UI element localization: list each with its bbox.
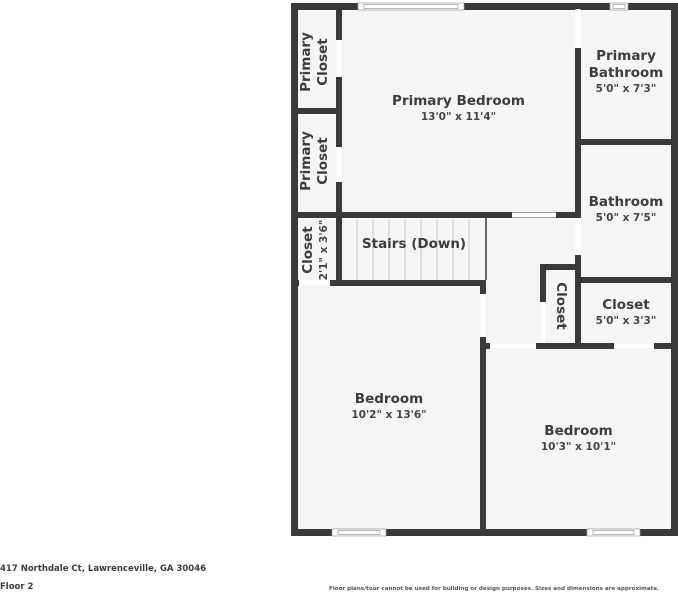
room-name: Closet <box>315 38 331 86</box>
walls <box>291 3 678 536</box>
room-name: Bathroom <box>588 194 664 210</box>
disclaimer-text: Floor plans/tour cannot be used for buil… <box>329 586 660 592</box>
room-name: Primary <box>596 48 656 64</box>
room-dimensions: 5'0" x 3'3" <box>595 315 657 327</box>
room-name: Closet <box>315 137 331 185</box>
room-label-closet-right: Closet 5'0" x 3'3" <box>581 297 671 328</box>
window-bedroom-right <box>586 528 641 537</box>
door-primary-closet-2 <box>336 147 342 182</box>
room-name: Stairs (Down) <box>361 236 467 252</box>
door-primary-bedroom <box>512 212 556 218</box>
door-bedroom-left <box>480 294 486 337</box>
windows <box>331 2 641 537</box>
room-dimensions: 13'0" x 11'4" <box>420 111 497 123</box>
room-name: Bathroom <box>588 65 664 81</box>
room-dimensions: 10'2" x 13'6" <box>351 409 427 421</box>
room-name: Closet <box>553 282 569 330</box>
room-label-primary-bathroom: Primary Bathroom 5'0" x 7'3" <box>581 48 671 96</box>
door-closet-right <box>614 343 654 349</box>
window-bedroom-left <box>331 528 387 537</box>
room-label-bathroom: Bathroom 5'0" x 7'5" <box>581 194 671 225</box>
room-label-hall-closet: Closet <box>551 280 569 332</box>
address-label: 417 Northdale Ct, Lawrenceville, GA 3004… <box>0 564 207 574</box>
room-dimensions: 5'0" x 7'3" <box>595 83 657 95</box>
room-name: Bedroom <box>544 423 613 439</box>
room-label-bedroom-left: Bedroom 10'2" x 13'6" <box>298 391 480 422</box>
door-stair-closet <box>299 280 330 286</box>
room-name: Primary <box>298 131 314 191</box>
stair-treads <box>356 219 470 280</box>
room-name: Bedroom <box>354 391 424 407</box>
room-dimensions: 2'1" x 3'6" <box>318 219 330 281</box>
room-name: Closet <box>300 226 316 274</box>
room-name: Closet <box>602 297 650 313</box>
window-primary-bathroom <box>609 2 629 11</box>
room-label-stair-closet: Closet 2'1" x 3'6" <box>300 218 334 282</box>
room-label-stairs: Stairs (Down) <box>342 236 486 253</box>
room-dimensions: 10'3" x 10'1" <box>540 441 617 453</box>
room-label-primary-bedroom: Primary Bedroom 13'0" x 11'4" <box>342 93 575 124</box>
door-hall-closet <box>540 302 546 343</box>
door-primary-bathroom <box>575 9 581 48</box>
room-dimensions: 5'0" x 7'5" <box>595 212 657 224</box>
door-openings <box>299 9 654 349</box>
floor-label: Floor 2 <box>0 582 34 592</box>
room-name: Primary Bedroom <box>392 93 525 109</box>
room-label-primary-closet-1: Primary Closet <box>298 30 334 94</box>
window-primary-bedroom <box>357 2 465 11</box>
door-bathroom <box>575 218 581 255</box>
room-label-primary-closet-2: Primary Closet <box>298 129 334 193</box>
door-bedroom-right <box>490 343 536 349</box>
room-label-bedroom-right: Bedroom 10'3" x 10'1" <box>486 423 671 454</box>
room-name: Primary <box>298 32 314 92</box>
door-primary-closet-1 <box>336 40 342 77</box>
